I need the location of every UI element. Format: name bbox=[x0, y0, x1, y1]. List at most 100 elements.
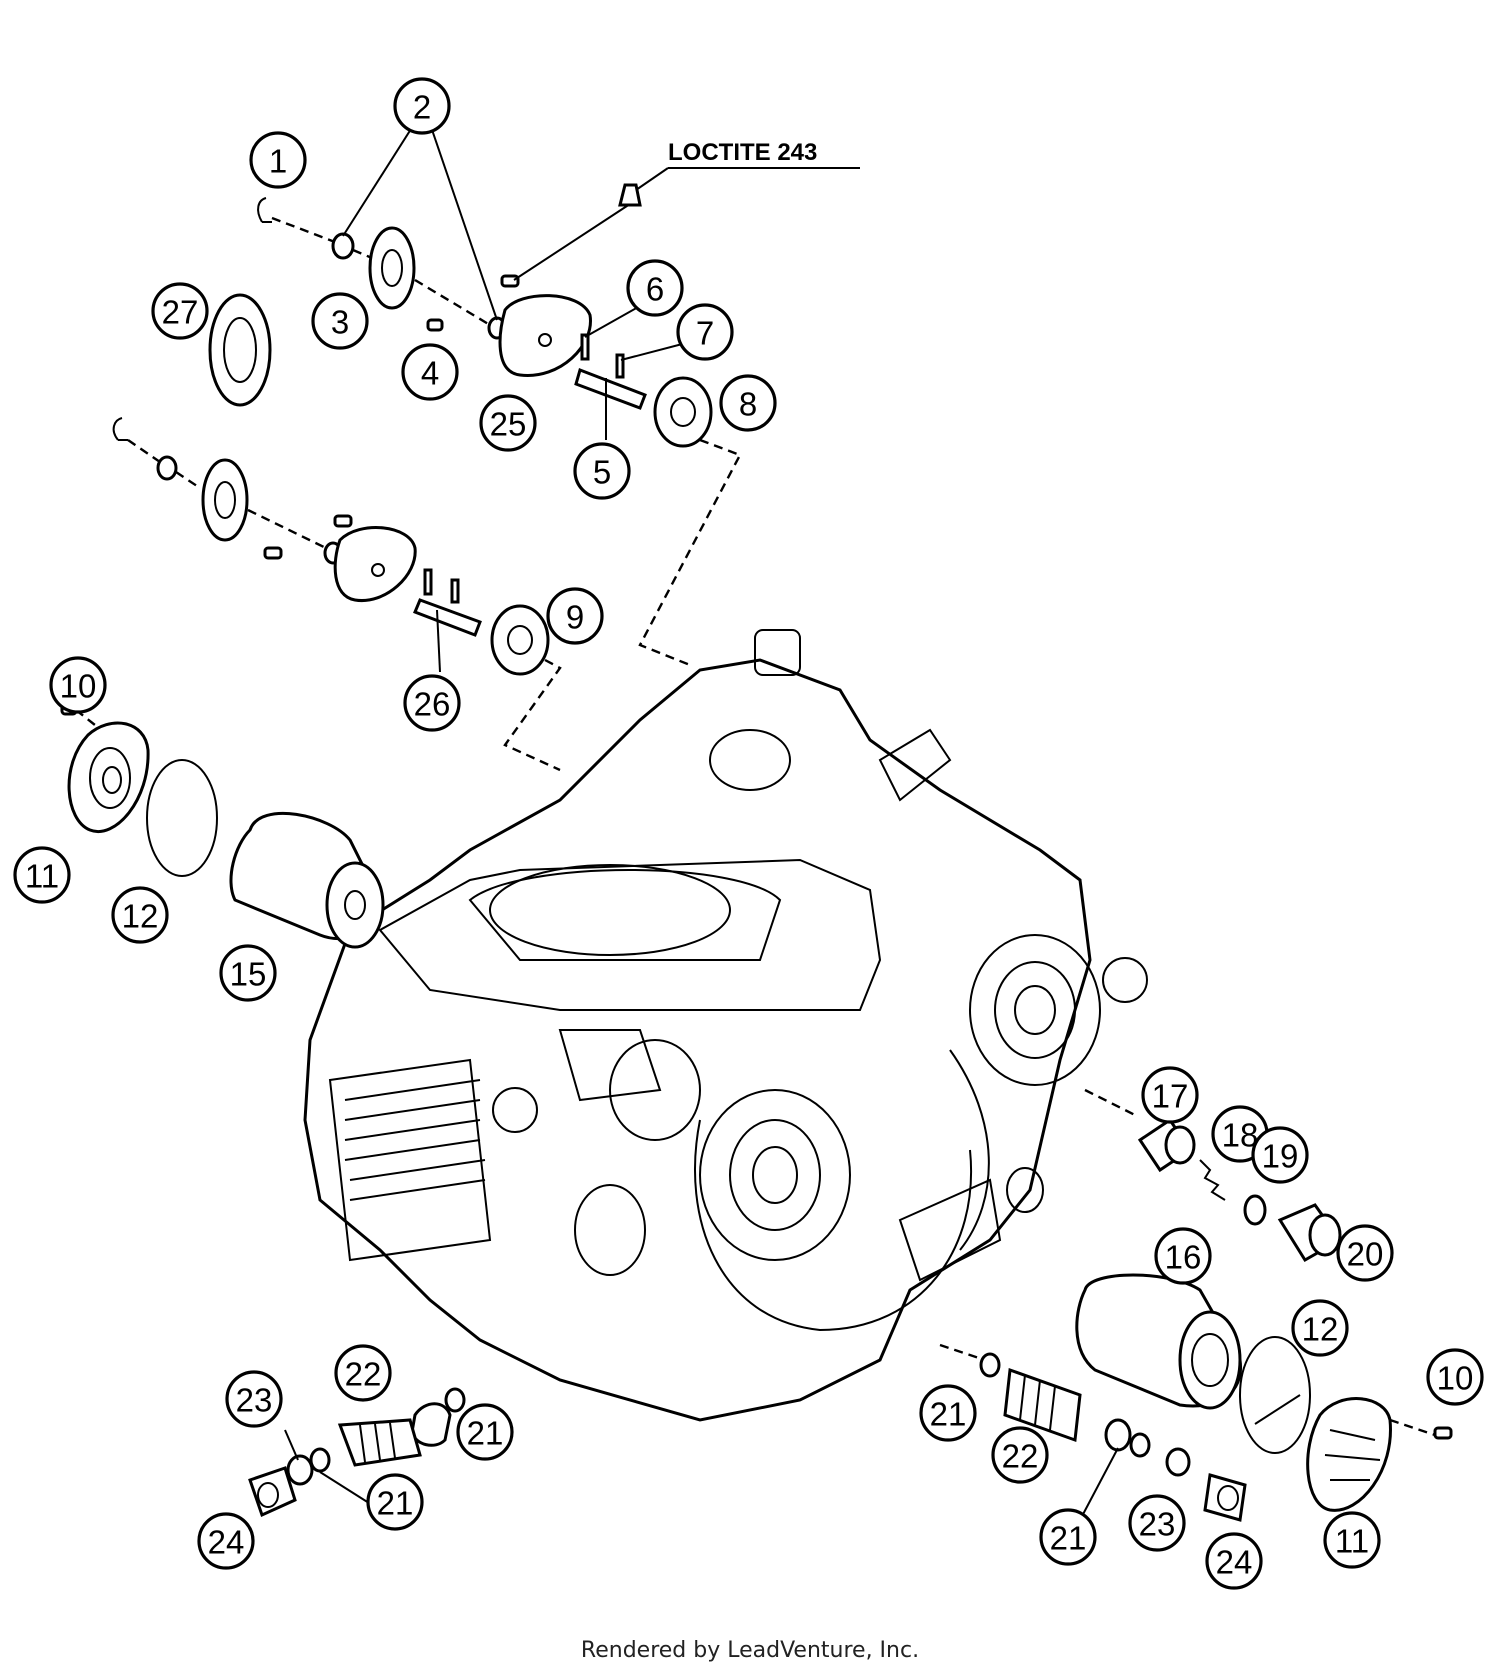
callout-26: 26 bbox=[403, 674, 461, 732]
callout-25: 25 bbox=[479, 394, 537, 452]
pressure-valve-group-right-lower bbox=[939, 1343, 1247, 1522]
callout-circle bbox=[111, 886, 169, 944]
callout-7: 7 bbox=[676, 303, 734, 361]
callout-number: 11 bbox=[1335, 1523, 1369, 1560]
callout-number: 5 bbox=[593, 454, 611, 491]
oil-pump-assembly-lower bbox=[112, 417, 550, 676]
pressure-valve-group-left bbox=[248, 1387, 466, 1518]
callout-number: 22 bbox=[1002, 1438, 1039, 1475]
callout-circle bbox=[1336, 1224, 1394, 1282]
callout-circle bbox=[311, 292, 369, 350]
callout-circle bbox=[151, 282, 209, 340]
callout-number: 12 bbox=[122, 898, 159, 935]
callout-15: 15 bbox=[219, 944, 277, 1002]
callout-number: 27 bbox=[162, 294, 199, 331]
callout-4: 4 bbox=[401, 343, 459, 401]
callout-number: 23 bbox=[1139, 1506, 1176, 1543]
callout-2: 2 bbox=[393, 77, 451, 135]
callout-circle bbox=[401, 343, 459, 401]
callout-number: 26 bbox=[414, 686, 451, 723]
callout-21: 21 bbox=[919, 1384, 977, 1442]
callout-number: 20 bbox=[1347, 1236, 1384, 1273]
callout-21: 21 bbox=[1039, 1508, 1097, 1566]
footer-credit: Rendered by LeadVenture, Inc. bbox=[580, 1638, 920, 1663]
oil-filter-group-left bbox=[60, 703, 385, 949]
callout-20: 20 bbox=[1336, 1224, 1394, 1282]
callout-1: 1 bbox=[249, 131, 307, 189]
callout-circle bbox=[49, 656, 107, 714]
callout-circle bbox=[1323, 1511, 1381, 1569]
callout-19: 19 bbox=[1251, 1126, 1309, 1184]
callout-16: 16 bbox=[1154, 1227, 1212, 1285]
callout-circle bbox=[479, 394, 537, 452]
callout-circle bbox=[919, 1384, 977, 1442]
callout-10: 10 bbox=[1426, 1348, 1484, 1406]
callout-24: 24 bbox=[1205, 1532, 1263, 1590]
callout-number: 24 bbox=[208, 1524, 245, 1561]
callout-5: 5 bbox=[573, 442, 631, 500]
callout-23: 23 bbox=[225, 1370, 283, 1428]
callout-number: 21 bbox=[930, 1396, 967, 1433]
callout-number: 1 bbox=[269, 143, 287, 180]
callout-circle bbox=[403, 674, 461, 732]
callout-circle bbox=[1154, 1227, 1212, 1285]
callout-22: 22 bbox=[334, 1344, 392, 1402]
callout-6: 6 bbox=[626, 259, 684, 317]
callout-circle bbox=[1426, 1348, 1484, 1406]
callout-circle bbox=[393, 77, 451, 135]
callout-circle bbox=[991, 1426, 1049, 1484]
crankcase-illustration bbox=[303, 629, 1148, 1422]
callout-circle bbox=[1291, 1299, 1349, 1357]
callout-circle bbox=[1039, 1508, 1097, 1566]
callout-circle bbox=[1141, 1066, 1199, 1124]
callout-number: 6 bbox=[646, 271, 664, 308]
callout-number: 3 bbox=[331, 304, 349, 341]
callout-circle bbox=[1251, 1126, 1309, 1184]
callout-number: 24 bbox=[1216, 1544, 1253, 1581]
callout-circle bbox=[334, 1344, 392, 1402]
callout-number: 8 bbox=[739, 386, 757, 423]
callout-27: 27 bbox=[151, 282, 209, 340]
callout-number: 10 bbox=[1437, 1360, 1474, 1397]
callout-circle bbox=[225, 1370, 283, 1428]
callout-number: 19 bbox=[1262, 1138, 1299, 1175]
callout-number: 12 bbox=[1302, 1311, 1339, 1348]
callout-number: 23 bbox=[236, 1382, 273, 1419]
callout-number: 10 bbox=[60, 668, 97, 705]
callout-circle bbox=[546, 587, 604, 645]
callout-10: 10 bbox=[49, 656, 107, 714]
callout-number: 4 bbox=[421, 355, 439, 392]
callout-circle bbox=[1205, 1532, 1263, 1590]
callout-number: 21 bbox=[1050, 1520, 1087, 1557]
callout-number: 16 bbox=[1165, 1239, 1202, 1276]
callout-circle bbox=[676, 303, 734, 361]
callout-circle bbox=[719, 374, 777, 432]
callout-circle bbox=[1128, 1494, 1186, 1552]
pressure-valve-group-right bbox=[1084, 1088, 1343, 1263]
callout-21: 21 bbox=[456, 1403, 514, 1461]
callout-23: 23 bbox=[1128, 1494, 1186, 1552]
callout-circle bbox=[197, 1512, 255, 1570]
callout-circle bbox=[626, 259, 684, 317]
callout-11: 11 bbox=[13, 846, 71, 904]
callout-12: 12 bbox=[111, 886, 169, 944]
callout-number: 9 bbox=[566, 599, 584, 636]
assembly-path-lower bbox=[503, 658, 562, 772]
callout-circle bbox=[249, 131, 307, 189]
callout-number: 25 bbox=[490, 406, 527, 443]
oil-pump-assembly-upper bbox=[208, 167, 860, 448]
callout-21: 21 bbox=[366, 1473, 424, 1531]
callout-number: 21 bbox=[377, 1485, 414, 1522]
callout-22: 22 bbox=[991, 1426, 1049, 1484]
callout-number: 22 bbox=[345, 1356, 382, 1393]
callout-number: 2 bbox=[413, 89, 431, 126]
callout-circle bbox=[456, 1403, 514, 1461]
callout-number: 17 bbox=[1152, 1078, 1189, 1115]
callout-24: 24 bbox=[197, 1512, 255, 1570]
callout-number: 18 bbox=[1222, 1117, 1259, 1154]
callout-circle bbox=[366, 1473, 424, 1531]
callout-circle bbox=[573, 442, 631, 500]
callout-number: 15 bbox=[230, 956, 267, 993]
